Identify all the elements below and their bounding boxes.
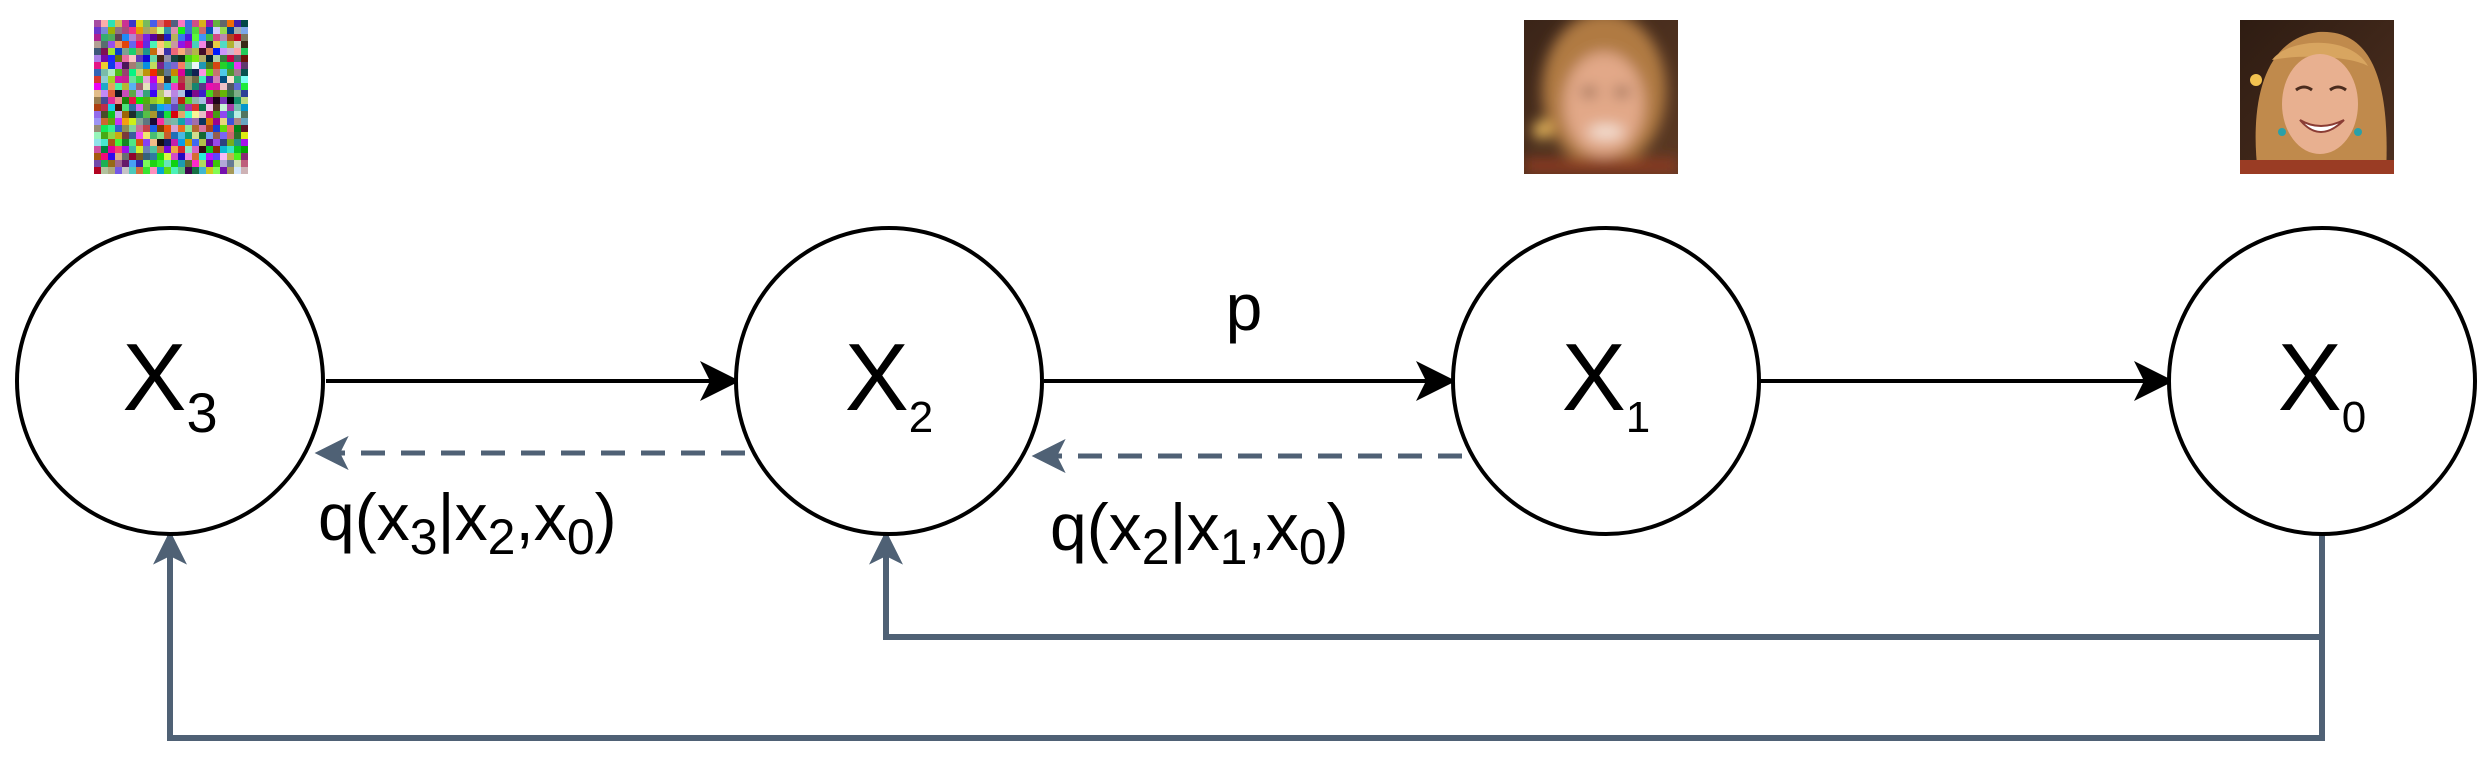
node-x1: X1 [1451,226,1761,536]
node-x0: X0 [2167,226,2477,536]
svg-text:X1: X1 [1562,324,1651,442]
noise-image [94,20,248,174]
noise-pattern [94,20,248,174]
label-p: p [1226,270,1263,344]
label-q-x3-given-x2-x0: q(x3|x2,x0) [318,480,617,565]
arrow-x0-to-x2 [869,530,2325,640]
svg-text:X3: X3 [122,324,217,444]
blurry-face-image [1524,12,1678,174]
clear-face-drawing [2240,20,2394,174]
node-x2: X2 [734,226,1044,536]
arrow-x0-to-x3 [153,530,2325,741]
svg-text:X2: X2 [845,324,934,442]
node-x3: X3 [15,226,325,536]
label-q-x2-given-x1-x0: q(x2|x1,x0) [1050,490,1349,575]
svg-text:X0: X0 [2278,324,2367,442]
blurry-face-drawing [1524,12,1678,174]
clear-face-image [2240,20,2394,174]
